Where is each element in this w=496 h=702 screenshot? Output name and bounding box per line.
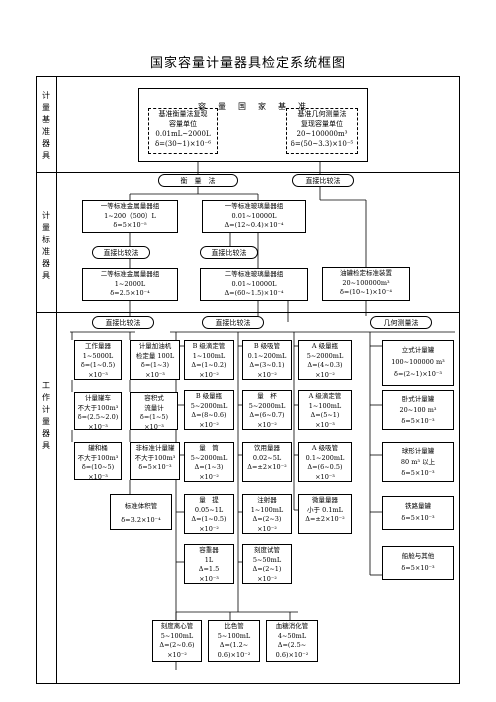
direct-compare-method: 直接比较法 xyxy=(92,246,150,259)
working-instrument: 量 提 0.05~1L Δ=(1~0.5) ×10⁻² xyxy=(184,494,234,534)
working-instrument: 注射器 1~100mL Δ=(2~3) ×10⁻² xyxy=(242,494,292,534)
working-instrument: 计量罐车 不大于100m³ δ=(2.5~2.0) ×10⁻³ xyxy=(74,392,122,431)
working-instrument: B 级滴定管 1~100mL Δ=(1~0.2) ×10⁻² xyxy=(184,340,234,380)
working-instrument: 容积式 流量计 δ=(1~5) ×10⁻³ xyxy=(130,392,178,431)
first-class-metal-standard: 一等标准金属量器组 1~200（500）L δ=5×10⁻⁵ xyxy=(82,200,178,233)
first-class-glass-standard: 一等标准玻璃量器组 0.01~10000L Δ=(12~0.4)×10⁻⁴ xyxy=(202,200,306,233)
working-instrument: 标准体积管 δ=3.2×10⁻⁴ xyxy=(110,494,172,530)
side-label-standard: 计量标准器具 xyxy=(42,211,50,280)
side-label-working: 工作计量器具 xyxy=(42,381,50,450)
geometric-method: 几何测量法 xyxy=(370,316,432,329)
working-instrument: 计量加油机 检定量 100L δ=(1~3) ×10⁻³ xyxy=(130,340,180,380)
working-instrument: 罐和桶 不大于100m³ δ=(10~5) ×10⁻³ xyxy=(74,442,122,481)
diagram-frame xyxy=(36,76,460,684)
direct-compare-method: 直接比较法 xyxy=(292,174,354,187)
working-instrument: 刻度试管 5~50mL Δ=(2~1) ×10⁻² xyxy=(242,544,292,584)
working-instrument: 非标准计量罐 不大于100m³ δ=5×10⁻³ xyxy=(130,442,180,480)
direct-compare-method: 直接比较法 xyxy=(92,316,154,329)
page-title: 国家容量计量器具检定系统框图 xyxy=(149,56,346,71)
working-instrument: 量 杯 5~2000mL Δ=(6~0.7) ×10⁻² xyxy=(242,390,292,430)
second-class-metal-standard: 二等标准金属量器组 1~2000L δ=2.5×10⁻⁴ xyxy=(82,268,178,301)
working-instrument: 饮用量器 0.02~5L Δ=±2×10⁻² xyxy=(242,442,292,482)
oil-tank-standard: 油罐检定标准装置 20~100000m³ δ=(10~1)×10⁻⁴ xyxy=(322,267,410,301)
benchmark-weighing-box: 基准衡量法复现 容量单位 0.01mL~2000L δ=(30~1)×10⁻⁶ xyxy=(148,108,218,154)
section-divider xyxy=(36,312,460,313)
benchmark-geometric-box: 基准几何测量法 复现容量单位 20~100000m³ δ=(50~3.3)×10… xyxy=(286,108,358,154)
working-instrument: 比色管 5~100mL Δ=(1.2~ 0.6)×10⁻² xyxy=(208,620,260,662)
working-instrument: A 级滴定管 1~100mL Δ=(5~1) ×10⁻³ xyxy=(298,390,352,430)
working-instrument: 卧式计量罐 20~100 m³ δ=5×10⁻³ xyxy=(382,390,454,430)
working-instrument: 立式计量罐 100~100000 m³ δ=(2~1)×10⁻³ xyxy=(382,340,454,386)
working-instrument: 刻度离心管 5~100mL Δ=(2~0.6) ×10⁻² xyxy=(152,620,202,662)
working-instrument: 船舱与其他 δ=5×10⁻³ xyxy=(382,546,454,580)
working-instrument: 微量量器 小于 0.1mL Δ=±2×10⁻² xyxy=(298,494,352,534)
weighing-method: 衡 量 法 xyxy=(158,174,238,187)
direct-compare-method: 直接比较法 xyxy=(202,316,264,329)
working-instrument: 工作量器 1~5000L δ=(1~0.5) ×10⁻³ xyxy=(74,340,122,380)
working-instrument: B 级吸管 0.1~200mL Δ=(3~0.1) ×10⁻² xyxy=(242,340,292,380)
working-instrument: 血糖消化管 4~50mL Δ=(2.5~ 0.6)×10⁻² xyxy=(266,620,318,662)
working-instrument: B 级量瓶 5~2000mL Δ=(8~0.6) ×10⁻² xyxy=(184,390,234,430)
benchmark-header: 容 量 国 家 基 准 xyxy=(198,101,308,111)
national-benchmark-box: 容 量 国 家 基 准 xyxy=(138,88,368,162)
second-class-glass-standard: 二等标准玻璃量器组 0.01~10000L Δ=(60~1.5)×10⁻⁴ xyxy=(200,268,308,301)
working-instrument: 量 筒 5~2000mL Δ=(1~3) ×10⁻² xyxy=(184,442,234,482)
direct-compare-method: 直接比较法 xyxy=(200,246,258,259)
side-label-benchmark: 计量基准器具 xyxy=(42,91,50,160)
working-instrument: 容重器 1L Δ=1.5 ×10⁻³ xyxy=(184,544,234,584)
working-instrument: 球形计量罐 80 m³ 以上 δ=5×10⁻³ xyxy=(382,442,454,482)
working-instrument: A 级吸管 0.1~200mL Δ=(6~0.5) ×10⁻³ xyxy=(298,442,352,482)
working-instrument: A 级量瓶 5~2000mL Δ=(4~0.3) ×10⁻² xyxy=(298,340,352,380)
working-instrument: 铁路量罐 δ=5×10⁻³ xyxy=(382,496,454,530)
side-divider xyxy=(56,76,57,684)
section-divider xyxy=(36,172,460,173)
